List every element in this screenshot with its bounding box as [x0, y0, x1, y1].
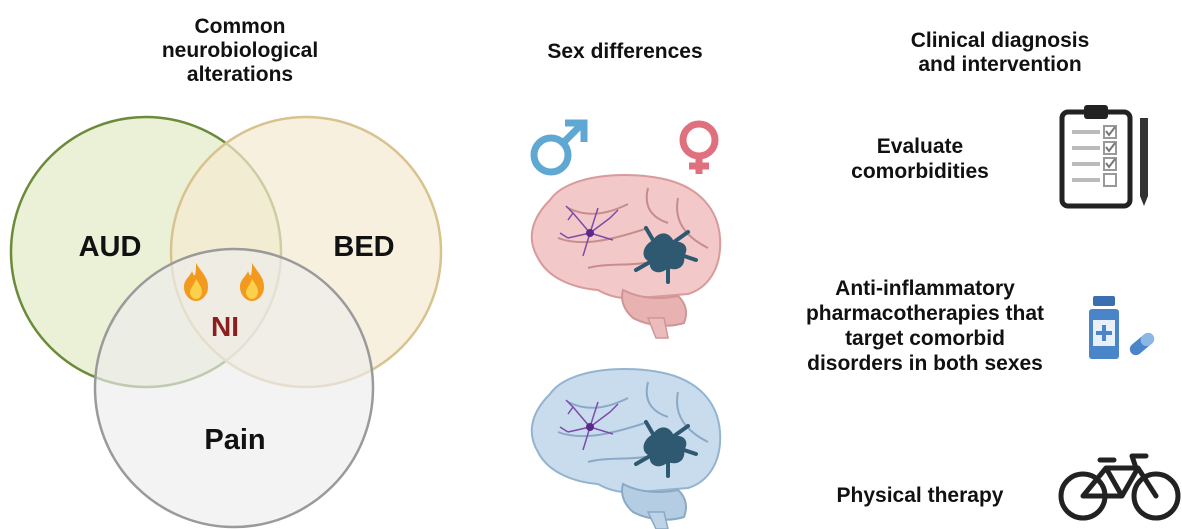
intervention-evaluate: Evaluate comorbidities [820, 134, 1020, 184]
brain-female-icon [532, 175, 720, 338]
intervention-pharmacotherapy-line2: pharmacotherapies that [780, 301, 1070, 326]
intervention-physical-therapy: Physical therapy [810, 483, 1030, 508]
medication-bottle-pills-icon [1089, 296, 1157, 359]
venn-circle-pain [95, 249, 373, 527]
intervention-pharmacotherapy-line4: disorders in both sexes [780, 351, 1070, 376]
brain-male-icon [532, 369, 720, 529]
venn-label-ni: NI [190, 311, 260, 343]
intervention-evaluate-line1: Evaluate [820, 134, 1020, 159]
female-symbol-icon [683, 124, 715, 174]
intervention-pharmacotherapy: Anti-inflammatory pharmacotherapies that… [780, 276, 1070, 376]
intervention-evaluate-line2: comorbidities [820, 159, 1020, 184]
venn-label-pain: Pain [180, 424, 290, 457]
intervention-pharmacotherapy-line1: Anti-inflammatory [780, 276, 1070, 301]
male-symbol-icon [534, 123, 584, 172]
intervention-pharmacotherapy-line3: target comorbid [780, 326, 1070, 351]
venn-label-aud: AUD [60, 231, 160, 264]
clipboard-checklist-icon [1062, 105, 1148, 206]
bicycle-icon [1061, 456, 1178, 518]
venn-label-bed: BED [314, 231, 414, 264]
